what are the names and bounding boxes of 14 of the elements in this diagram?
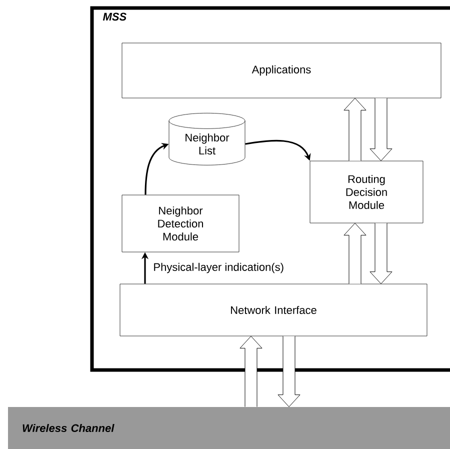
edge-label: Physical-layer indication(s) [152, 262, 286, 274]
arrow [344, 98, 366, 162]
arrow [240, 336, 262, 408]
database-cylinder: Neighbor List [168, 112, 246, 166]
arrow [370, 222, 392, 284]
arrow [344, 222, 366, 284]
arrow [278, 336, 300, 408]
module-box: Applications [122, 42, 442, 98]
frame-title: MSS [102, 12, 126, 21]
module-box: Neighbor Detection Module [122, 194, 240, 252]
arrow [370, 98, 392, 162]
channel-band: Wireless Channel [8, 407, 450, 449]
module-box: Network Interface [120, 284, 428, 336]
module-box: Routing Decision Module [310, 160, 424, 224]
